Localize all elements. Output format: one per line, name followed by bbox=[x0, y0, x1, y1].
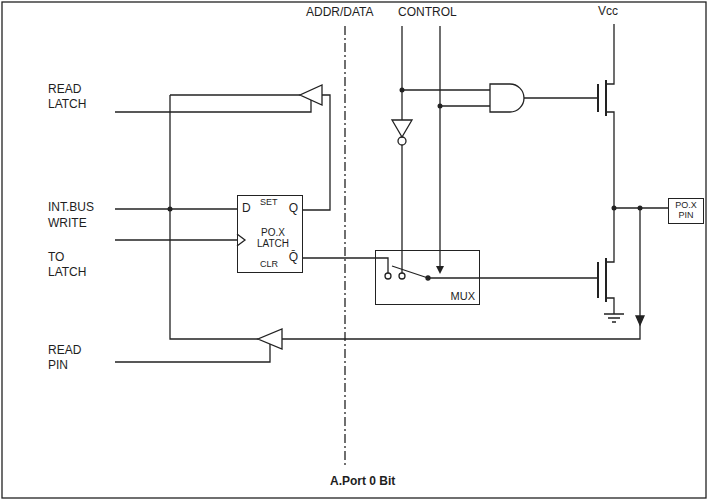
and-input-wire bbox=[440, 105, 490, 106]
junction-dots bbox=[168, 88, 643, 212]
divider-line bbox=[344, 26, 345, 466]
fet-channel bbox=[605, 258, 607, 302]
signal-label: ADDR/DATA bbox=[306, 5, 374, 20]
fet-gate bbox=[597, 84, 599, 112]
and-input-wire bbox=[402, 89, 490, 90]
node-text: Q bbox=[289, 202, 298, 215]
signal-label: Vcc bbox=[598, 4, 618, 19]
node-text: MUX bbox=[451, 290, 475, 302]
vcc-wire bbox=[606, 24, 614, 84]
arrow-head bbox=[436, 266, 444, 274]
signal-label: INT.BUS bbox=[48, 200, 94, 215]
signal-label: WRITE bbox=[48, 216, 87, 231]
inverter-symbol bbox=[392, 120, 412, 137]
fet-gate bbox=[597, 262, 599, 298]
switch-contact bbox=[385, 273, 391, 279]
switch-contact bbox=[399, 273, 405, 279]
inverter-output-wire bbox=[401, 145, 402, 273]
fet-channel bbox=[605, 80, 607, 116]
inverter-bubble bbox=[398, 137, 406, 145]
circuit-stroke bbox=[400, 88, 405, 93]
signal-label: CONTROL bbox=[398, 5, 457, 20]
mux-input-wire bbox=[376, 258, 388, 273]
signal-wire bbox=[303, 257, 375, 258]
signal-label: TO LATCH bbox=[48, 250, 104, 280]
read-latch-control bbox=[115, 100, 311, 112]
figure-caption: A.Port 0 Bit bbox=[330, 474, 395, 489]
addr-data-wire bbox=[401, 26, 402, 120]
read-pin-control bbox=[115, 344, 270, 362]
fet-ground-wire bbox=[606, 298, 614, 314]
circuit-stroke bbox=[638, 206, 643, 211]
d-latch-box: D SET Q PO.X LATCH CLR Q̄ bbox=[237, 195, 303, 273]
mux-box: MUX bbox=[375, 250, 480, 305]
node-text: CLR bbox=[260, 260, 278, 270]
circuit-stroke bbox=[438, 104, 443, 109]
latch-q-wire bbox=[303, 95, 330, 210]
circuit-stroke bbox=[612, 206, 617, 211]
switch-blade bbox=[392, 266, 428, 278]
internal-bus-wire bbox=[170, 94, 300, 95]
and-output-wire bbox=[524, 97, 598, 98]
internal-bus-wire bbox=[170, 95, 258, 339]
signal-label: READ PIN bbox=[48, 343, 104, 373]
circuit-stroke bbox=[168, 207, 173, 212]
and-gate-symbol bbox=[490, 84, 524, 112]
node-text: PO.X LATCH bbox=[251, 227, 295, 249]
control-wire bbox=[439, 26, 440, 266]
read-pin-wire bbox=[282, 208, 640, 339]
node-text: Q̄ bbox=[289, 251, 298, 264]
clock-symbol bbox=[237, 234, 245, 246]
node-text: PO.X PIN bbox=[669, 199, 703, 223]
ground-symbol bbox=[604, 314, 624, 322]
fet-source-wire bbox=[606, 112, 614, 262]
write-latch-wire bbox=[115, 239, 237, 240]
mux-output-wire bbox=[428, 277, 598, 278]
node-text: SET bbox=[260, 198, 278, 208]
int-bus-wire bbox=[115, 208, 237, 209]
signal-label: READ LATCH bbox=[48, 82, 104, 112]
pin-box: PO.X PIN bbox=[668, 198, 704, 224]
node-text: D bbox=[242, 202, 251, 215]
arrow-head bbox=[636, 316, 644, 325]
